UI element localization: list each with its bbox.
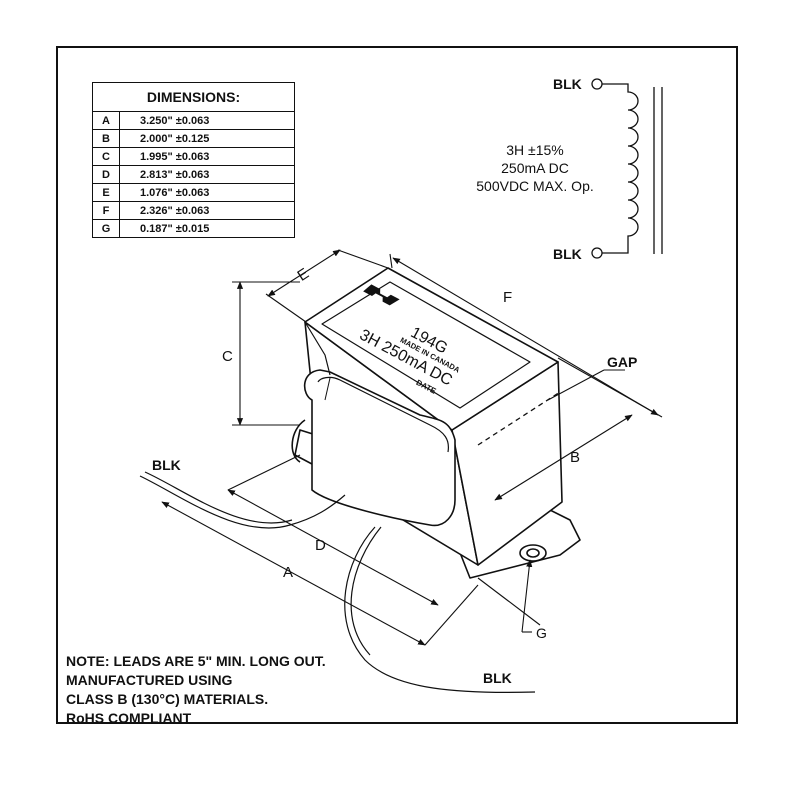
dim-label-g: G: [536, 625, 547, 641]
dimension-lines: [161, 249, 663, 646]
lead-left-label: BLK: [152, 457, 181, 473]
schematic-top-lead-label: BLK: [553, 76, 582, 92]
spec-inductance: 3H ±15%: [506, 142, 564, 158]
dim-label-a: A: [283, 564, 293, 581]
note-line: CLASS B (130°C) MATERIALS.: [66, 691, 269, 707]
manufacturer-logo: [363, 284, 400, 306]
inductor-coil: [602, 83, 639, 254]
note-line: NOTE: LEADS ARE 5" MIN. LONG OUT.: [66, 653, 326, 669]
notes-block: NOTE: LEADS ARE 5" MIN. LONG OUT. MANUFA…: [66, 652, 326, 728]
dimensions-title: DIMENSIONS:: [92, 82, 295, 112]
inductor-schematic: [591, 78, 663, 259]
dim-label-f: F: [503, 289, 512, 306]
dim-label-b: B: [570, 449, 580, 466]
note-line: RoHS COMPLIANT: [66, 710, 192, 726]
spec-current: 250mA DC: [501, 160, 569, 176]
transformer-body: [291, 267, 581, 579]
drawing-frame: [56, 46, 738, 724]
inductor-spec: 3H ±15% 250mA DC 500VDC MAX. Op.: [440, 141, 630, 195]
dim-label-c: C: [222, 348, 233, 365]
schematic-bottom-lead-label: BLK: [553, 246, 582, 262]
lead-bottom-label: BLK: [483, 670, 512, 686]
gap-label: GAP: [607, 354, 637, 370]
dim-label-d: D: [315, 537, 326, 554]
bottom-terminal: [591, 247, 603, 259]
spec-voltage: 500VDC MAX. Op.: [476, 178, 594, 194]
note-line: MANUFACTURED USING: [66, 672, 233, 688]
top-terminal: [591, 78, 603, 90]
